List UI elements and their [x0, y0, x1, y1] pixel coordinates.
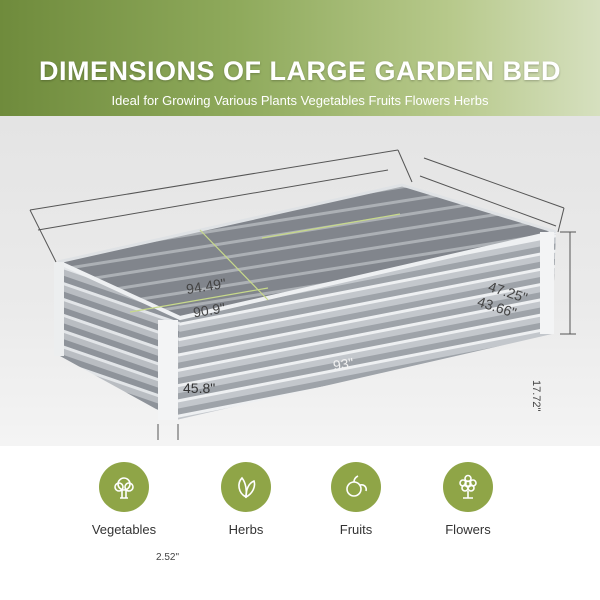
bed-long-wall [176, 232, 556, 420]
use-label: Vegetables [91, 522, 157, 537]
post-width-label: 2.52" [156, 552, 180, 563]
flower-icon [443, 462, 493, 512]
use-label: Flowers [445, 522, 491, 537]
corner-post-right [540, 232, 554, 334]
use-flowers: Flowers [418, 462, 518, 537]
bed-rim [57, 230, 557, 321]
herb-leaf-icon [221, 462, 271, 512]
vegetable-icon [99, 462, 149, 512]
bed-back-rim [57, 183, 557, 264]
use-label: Herbs [228, 522, 264, 537]
interior-width-label: 45.8" [183, 380, 216, 396]
bed-front-wall [58, 262, 180, 420]
corner-post-front [158, 320, 178, 420]
interior-measure-lines [129, 213, 401, 313]
garden-bed-illustration: 94.49" 90.9" 47.25" 43.66" 17.72" 93" 45… [0, 116, 600, 563]
plant-uses: Vegetables Herbs Fruits Flowers [0, 462, 600, 582]
fruit-icon [331, 462, 381, 512]
garden-bed-drawing [29, 149, 576, 440]
corner-post-left [54, 262, 64, 356]
page-title: DIMENSIONS OF LARGE GARDEN BED [38, 56, 562, 86]
bed-interior-shade [58, 185, 556, 318]
height-label: 17.72" [530, 380, 542, 412]
page-subtitle: Ideal for Growing Various Plants Vegetab… [111, 93, 489, 108]
use-herbs: Herbs [196, 462, 296, 537]
use-label: Fruits [339, 522, 373, 537]
use-vegetables: Vegetables [74, 462, 174, 537]
interior-length-label: 93" [331, 354, 355, 374]
bed-interior [58, 185, 556, 318]
use-fruits: Fruits [306, 462, 406, 537]
header-banner [0, 0, 600, 116]
dimension-lines [29, 149, 576, 440]
